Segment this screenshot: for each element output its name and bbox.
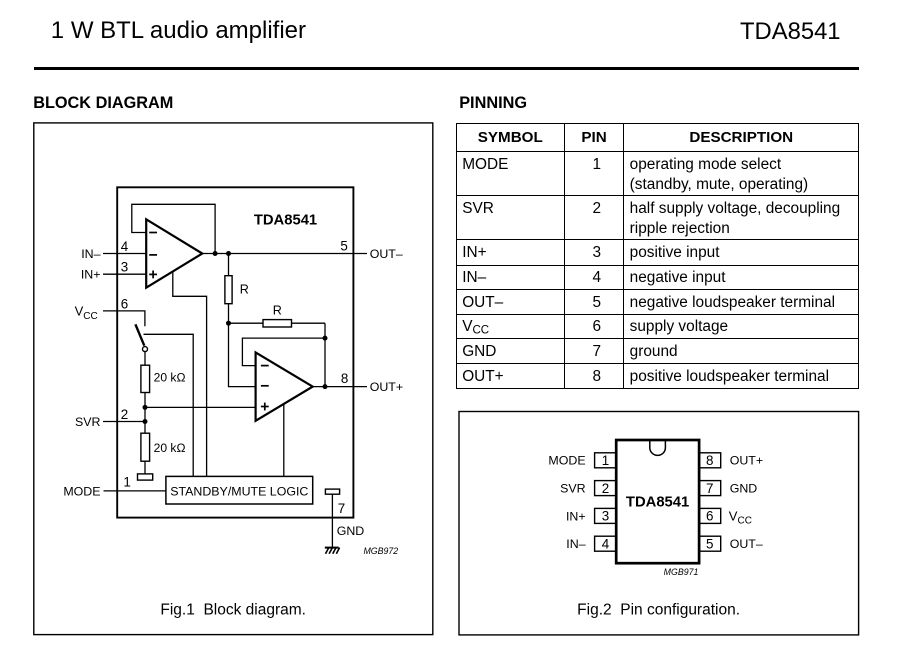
svg-text:2: 2 <box>121 407 128 422</box>
svg-text:20 kΩ: 20 kΩ <box>154 441 186 455</box>
svg-text:7: 7 <box>338 501 345 516</box>
svg-text:R: R <box>240 282 249 296</box>
svg-text:OUT–: OUT– <box>730 537 763 551</box>
svg-text:R: R <box>273 303 282 317</box>
svg-text:IN+: IN+ <box>566 509 586 523</box>
svg-text:5: 5 <box>340 238 347 253</box>
svg-text:5: 5 <box>706 536 713 551</box>
svg-text:8: 8 <box>706 453 713 468</box>
svg-text:MODE: MODE <box>63 484 100 498</box>
svg-text:VCC: VCC <box>75 303 98 322</box>
svg-text:20 kΩ: 20 kΩ <box>154 371 186 385</box>
svg-text:GND: GND <box>337 524 365 538</box>
svg-text:MGB971: MGB971 <box>664 567 699 577</box>
svg-text:1: 1 <box>602 453 609 468</box>
svg-text:IN–: IN– <box>566 537 585 551</box>
svg-text:4: 4 <box>602 536 610 551</box>
svg-text:1: 1 <box>123 474 130 489</box>
svg-text:6: 6 <box>706 509 713 524</box>
svg-text:OUT–: OUT– <box>370 247 403 261</box>
svg-text:VCC: VCC <box>729 508 752 526</box>
svg-text:3: 3 <box>602 509 609 524</box>
svg-text:STANDBY/MUTE LOGIC: STANDBY/MUTE LOGIC <box>170 484 308 498</box>
svg-text:OUT+: OUT+ <box>730 454 763 468</box>
svg-text:Fig.2 Pin configuration.: Fig.2 Pin configuration. <box>577 602 740 619</box>
svg-text:GND: GND <box>730 482 758 496</box>
svg-text:IN+: IN+ <box>81 268 101 282</box>
svg-text:TDA8541: TDA8541 <box>626 495 689 511</box>
svg-text:SVR: SVR <box>560 482 586 496</box>
svg-text:3: 3 <box>121 260 128 275</box>
svg-text:MGB972: MGB972 <box>363 546 398 556</box>
svg-text:Fig.1 Block diagram.: Fig.1 Block diagram. <box>160 602 306 619</box>
svg-text:7: 7 <box>706 481 713 496</box>
svg-text:IN–: IN– <box>81 247 100 261</box>
svg-text:2: 2 <box>602 481 609 496</box>
svg-text:OUT+: OUT+ <box>370 380 403 394</box>
svg-text:TDA8541: TDA8541 <box>254 213 317 229</box>
svg-text:MODE: MODE <box>548 454 585 468</box>
svg-text:8: 8 <box>341 371 348 386</box>
svg-text:4: 4 <box>121 239 129 254</box>
svg-text:SVR: SVR <box>75 415 101 429</box>
svg-text:6: 6 <box>121 296 128 311</box>
